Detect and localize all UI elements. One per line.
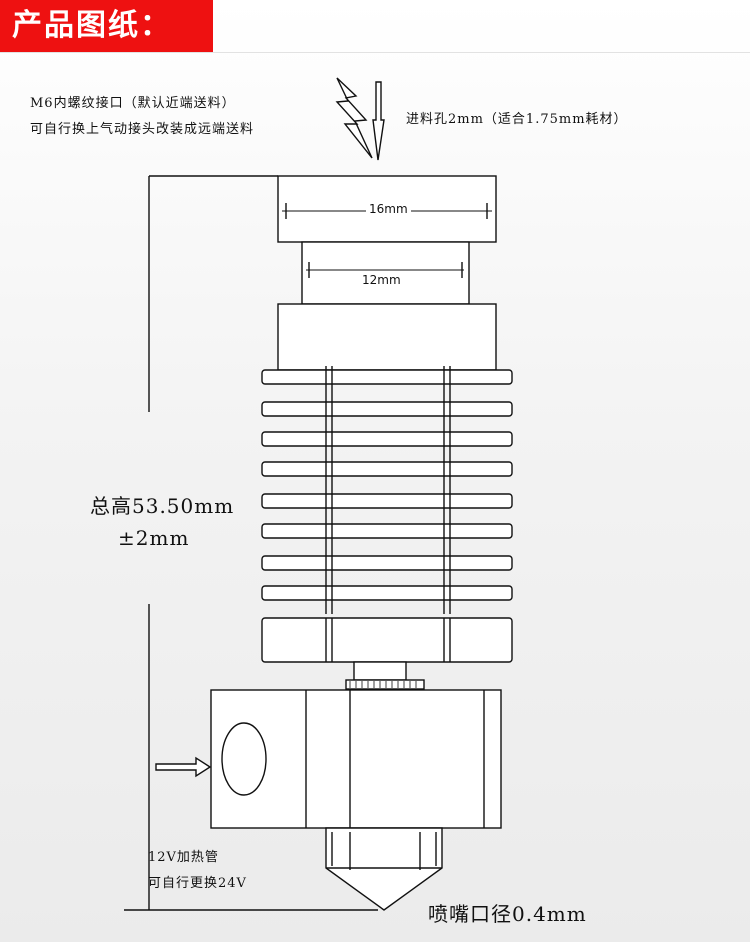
- heat-break: [353, 661, 407, 681]
- thread-note-line2: 可自行换上气动接头改装成远端送料: [30, 122, 255, 137]
- heater-note-line2: 可自行更换24V: [148, 876, 247, 891]
- feed-hole-note: 进料孔2mm（适合1.75mm耗材）: [406, 112, 628, 127]
- height-tolerance-label: ±2mm: [118, 526, 190, 550]
- collar: [277, 303, 497, 371]
- total-height-label: 总高53.50mm: [90, 494, 235, 518]
- nozzle-diameter-label: 喷嘴口径0.4mm: [428, 902, 587, 926]
- lightning-icon: [335, 77, 373, 159]
- lock-nut: [345, 679, 425, 690]
- heater-arrow-icon: [155, 756, 212, 778]
- heatsink-fins: [261, 369, 513, 601]
- thread-note-line1: M6内螺纹接口（默认近端送料）: [30, 96, 236, 111]
- heater-cartridge-hole: [221, 722, 267, 796]
- heatsink-base: [261, 617, 513, 663]
- heater-note-line1: 12V加热管: [148, 850, 219, 865]
- feed-arrow-icon: [372, 81, 385, 161]
- page-title: 产品图纸：: [12, 8, 172, 43]
- nozzle: [325, 827, 443, 911]
- header-divider: [0, 52, 750, 53]
- neck-dimension: 12mm: [362, 273, 401, 287]
- top-cap-dimension: 16mm: [366, 202, 411, 216]
- header-bar: 产品图纸：: [0, 0, 213, 52]
